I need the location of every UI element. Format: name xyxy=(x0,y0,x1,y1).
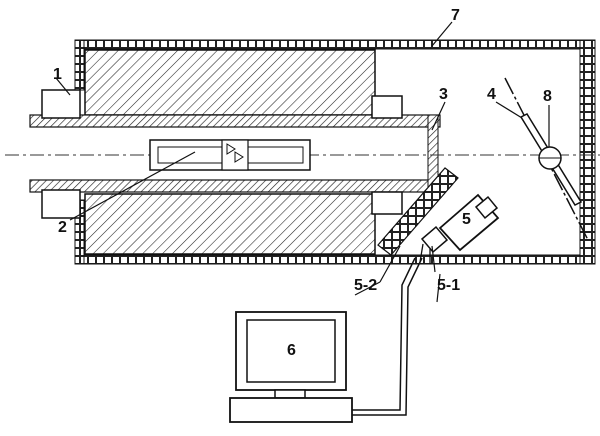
label-5-2: 5-2 xyxy=(354,277,377,294)
label-3: 3 xyxy=(439,86,448,103)
label-5: 5 xyxy=(462,211,471,228)
tube-wall-top xyxy=(29,114,441,128)
label-1: 1 xyxy=(53,66,62,83)
enclosure xyxy=(74,39,596,265)
furnace-lower xyxy=(84,193,376,255)
label-4: 4 xyxy=(487,86,496,103)
label-6: 6 xyxy=(287,342,296,359)
computer xyxy=(229,311,353,423)
sample-holder xyxy=(149,139,311,171)
mirror xyxy=(377,167,459,256)
camera xyxy=(419,193,500,264)
pyrometer xyxy=(504,77,589,241)
signal-cable xyxy=(352,257,416,411)
label-8: 8 xyxy=(543,88,552,105)
label-2: 2 xyxy=(58,219,67,236)
label-7: 7 xyxy=(451,7,460,24)
flanges xyxy=(41,89,403,219)
label-5-1: 5-1 xyxy=(437,277,460,294)
leader-lines xyxy=(55,21,550,303)
furnace-upper xyxy=(84,49,376,116)
tube-wall-bottom xyxy=(29,179,441,193)
